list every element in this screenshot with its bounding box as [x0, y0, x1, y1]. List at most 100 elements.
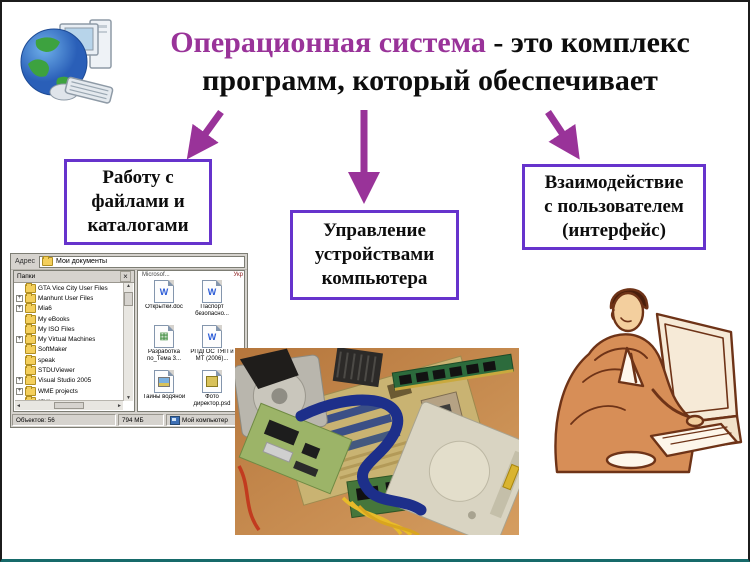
title-rest: - это комплекс	[485, 26, 690, 59]
partial-file-label-2: Укр	[233, 272, 243, 278]
file-item[interactable]: РПДГОС ТЯП и МТ (2006)...	[189, 325, 235, 370]
tree-item[interactable]: +GTA Vice City User Files	[16, 283, 124, 293]
address-label: Адрес	[15, 258, 36, 265]
file-item[interactable]: Паспорт безопасно...	[189, 280, 235, 325]
address-bar: Адрес Мои документы	[11, 254, 247, 270]
file-item[interactable]: Открытки.doc	[141, 280, 187, 325]
folder-icon	[25, 323, 36, 334]
tree-item-label: My Virtual Machines	[38, 336, 96, 344]
scroll-right-icon[interactable]: ►	[117, 402, 122, 409]
tree-item-label: SoftMaker	[38, 346, 68, 354]
folder-icon	[25, 375, 36, 386]
box-files-line2: файлами и	[91, 191, 185, 212]
tree-item[interactable]: +звук	[16, 395, 124, 401]
expand-toggle-icon[interactable]: +	[16, 387, 23, 395]
box-devices-line1: Управление	[323, 220, 426, 241]
box-devices-line3: компьютера	[321, 268, 428, 289]
folders-pane: Папки × +GTA Vice City User Files+Manhun…	[13, 270, 135, 412]
expand-toggle-icon[interactable]: +	[16, 377, 23, 385]
folder-icon	[25, 344, 36, 355]
slide-title-line2: программ, который обеспечивает	[202, 64, 658, 97]
tree-item[interactable]: +SoftMaker	[16, 344, 124, 355]
box-user-line2: с пользователем	[544, 196, 684, 217]
status-location: Мой компьютер	[166, 414, 246, 426]
tree-item-label: STDUViewer	[38, 367, 75, 375]
tree-item[interactable]: + My Virtual Machines	[16, 334, 124, 345]
file-item[interactable]: Разработка по_Тема 3...	[141, 325, 187, 370]
slide-title-line1: Операционная система - это комплекс	[124, 24, 736, 62]
user-at-computer-clipart	[554, 288, 743, 474]
hardware-photo-art	[235, 348, 519, 535]
file-name: Разработка по_Тема 3...	[146, 349, 182, 362]
address-value: Мои документы	[56, 258, 108, 265]
expand-toggle-icon[interactable]: +	[16, 336, 23, 344]
status-objects: Объектов: 56	[12, 414, 116, 426]
file-name: РПДГОС ТЯП и МТ (2006)...	[190, 349, 234, 362]
file-item[interactable]: Фото директор.psd	[189, 370, 235, 411]
title-highlight: Операционная система	[170, 26, 486, 59]
box-user-interaction: Взаимодействие с пользователем (интерфей…	[522, 164, 706, 250]
folder-icon	[25, 334, 36, 345]
arrow-to-files-box	[186, 109, 224, 160]
file-icon-doc	[202, 280, 222, 303]
box-device-management: Управление устройствами компьютера	[290, 210, 459, 300]
folder-icon	[42, 256, 54, 266]
address-combo[interactable]: Мои документы	[39, 255, 245, 268]
file-item[interactable]: Тайны водяной	[141, 370, 187, 411]
tree-item-label: My ISO Files	[38, 325, 75, 333]
file-name: Тайны водяной	[142, 394, 186, 400]
scroll-left-icon[interactable]: ◄	[16, 402, 21, 409]
file-name: Паспорт безопасно...	[195, 304, 229, 317]
box-user-line3: (интерфейс)	[562, 220, 666, 241]
tree-item-label: My eBooks	[38, 315, 70, 323]
tree-item[interactable]: +STDUViewer	[16, 365, 124, 376]
vertical-scrollbar[interactable]: ▲ ▼	[123, 283, 133, 401]
hardware-photo	[235, 348, 519, 535]
explorer-window: Адрес Мои документы Папки × +GTA Vice Ci…	[10, 253, 248, 428]
horizontal-scroll-thumb[interactable]	[54, 402, 84, 409]
folder-icon	[25, 292, 36, 303]
tree-item-label: WME projects	[38, 387, 78, 395]
box-files-line3: каталогами	[87, 215, 189, 236]
tree-item-label: Manhunt User Files	[38, 294, 94, 302]
folder-icon	[25, 365, 36, 376]
file-icon-doc	[154, 280, 174, 303]
slide-title: Операционная система - это комплекс прог…	[124, 24, 736, 100]
folders-title: Папки	[17, 273, 36, 280]
file-name: Фото директор.psd	[193, 394, 231, 407]
tree-item[interactable]: + WME projects	[16, 385, 124, 396]
file-icon-image	[154, 370, 174, 393]
tree-item-label: звук	[38, 398, 50, 401]
box-files-work: Работу с файлами и каталогами	[64, 159, 212, 245]
folder-icon	[25, 303, 36, 314]
folder-icon	[25, 283, 36, 293]
file-item[interactable]: Пис...	[237, 280, 245, 325]
file-name: Пис...	[238, 304, 245, 311]
folder-icon	[25, 313, 36, 324]
tree-item[interactable]: +My ISO Files	[16, 323, 124, 334]
tree-item-label: GTA Vice City User Files	[38, 284, 108, 292]
horizontal-scrollbar[interactable]: ◄ ►	[15, 400, 123, 410]
scroll-up-icon[interactable]: ▲	[126, 283, 131, 289]
tree-item[interactable]: + Mia6	[16, 303, 124, 314]
tree-item[interactable]: +speak	[16, 354, 124, 365]
status-bar: Объектов: 56 794 МБ Мой компьютер	[12, 414, 246, 426]
expand-toggle-icon[interactable]: +	[16, 294, 23, 302]
tree-item[interactable]: + Manhunt User Files	[16, 292, 124, 303]
globe-computer-icon	[20, 19, 114, 104]
tree-item-label: Mia6	[38, 305, 52, 313]
box-user-line1: Взаимодействие	[544, 172, 684, 193]
vertical-scroll-thumb[interactable]	[124, 292, 133, 306]
expand-toggle-icon[interactable]: +	[16, 305, 23, 313]
files-grid: Открытки.docПаспорт безопасно... Пис... Ра…	[141, 280, 245, 411]
close-icon[interactable]: ×	[120, 271, 131, 282]
box-files-line1: Работу с	[102, 167, 174, 188]
arrow-to-user-box	[545, 110, 580, 160]
scroll-down-icon[interactable]: ▼	[126, 395, 131, 401]
explorer-panes: Папки × +GTA Vice City User Files+Manhun…	[13, 270, 245, 412]
tree-item[interactable]: + Visual Studio 2005	[16, 375, 124, 386]
tree-item-label: Visual Studio 2005	[38, 377, 92, 385]
tree-item[interactable]: +My eBooks	[16, 313, 124, 324]
folder-tree: +GTA Vice City User Files+Manhunt User F…	[16, 283, 124, 401]
